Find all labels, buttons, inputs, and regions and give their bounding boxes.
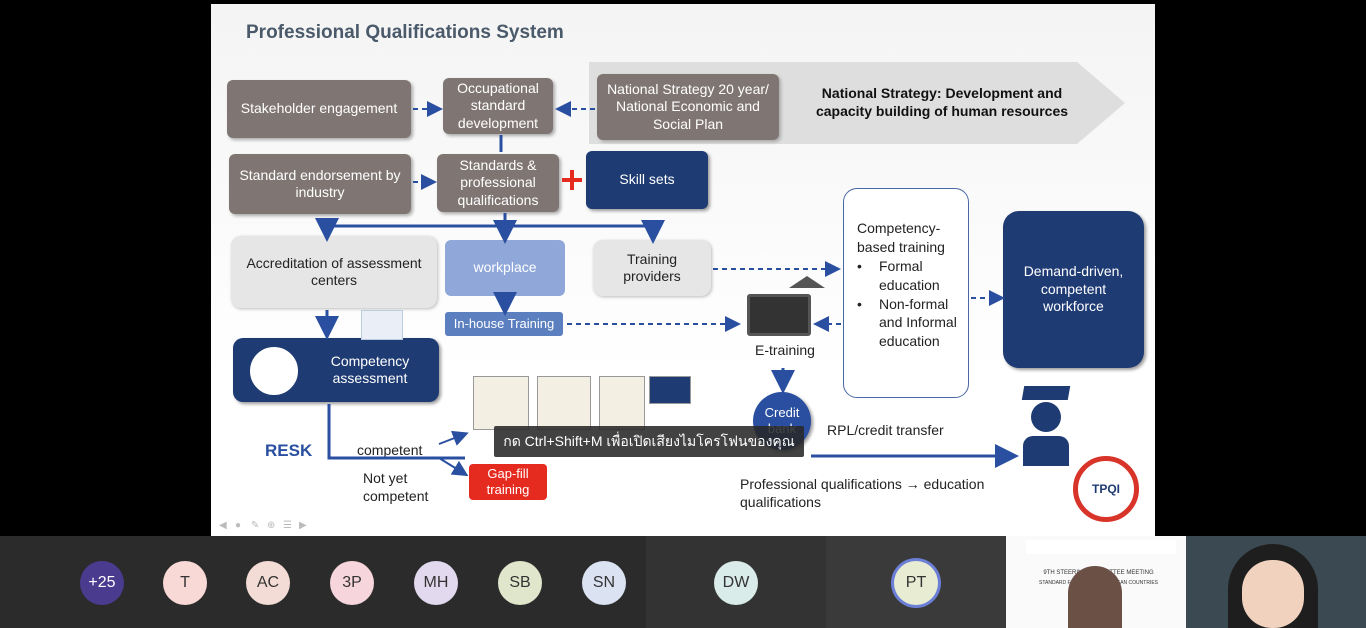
national-strategy-box: National Strategy 20 year/ National Econ… <box>597 74 779 140</box>
participant-avatar-4[interactable]: MH <box>414 561 458 605</box>
certificate-thumbnail-3 <box>599 376 645 430</box>
cbt-item-formal: Formal education <box>857 257 958 295</box>
laptop-icon <box>747 294 811 336</box>
standards-qualifications-box: Standards & professional qualifications <box>437 154 559 212</box>
participant-avatar-8[interactable]: PT <box>894 561 938 605</box>
video-tile-speaker[interactable] <box>1186 536 1366 628</box>
e-training-label: E-training <box>755 342 815 358</box>
tpqi-logo: TPQI <box>1073 456 1139 522</box>
competency-assessment-label: Competency assessment <box>330 352 410 387</box>
competency-based-training-box: Competency-based training Formal educati… <box>843 188 969 398</box>
training-providers-box: Training providers <box>593 240 711 296</box>
sponsor-logos <box>1026 540 1176 554</box>
participant-video-person <box>1068 566 1122 628</box>
participant-avatar-7[interactable]: DW <box>714 561 758 605</box>
assessment-center-logo <box>247 344 301 398</box>
workplace-box: workplace <box>445 240 565 296</box>
standard-endorsement-box: Standard endorsement by industry <box>229 154 411 214</box>
video-tile-presenter[interactable]: 9TH STEERING COMMITTEE MEETING STANDARD … <box>1006 536 1186 628</box>
participant-avatar-2[interactable]: AC <box>246 561 290 605</box>
slide-back-icon[interactable]: ◀ <box>219 520 227 531</box>
slide-menu-icon[interactable]: ☰ <box>283 520 292 531</box>
rpl-credit-transfer-label: RPL/credit transfer <box>827 422 944 438</box>
accreditation-box: Accreditation of assessment centers <box>231 236 437 308</box>
demand-driven-workforce-box: Demand-driven, competent workforce <box>1003 211 1144 368</box>
slide-pointer-icon[interactable]: ● <box>235 520 242 531</box>
mute-shortcut-toast: กด Ctrl+Shift+M เพื่อเปิดเสียงไมโครโฟนขอ… <box>494 426 804 457</box>
graduate-icon <box>1021 386 1071 470</box>
cbt-item-nonformal: Non-formal and Informal education <box>857 295 958 352</box>
skill-sets-box: Skill sets <box>586 151 708 209</box>
participant-avatar-3[interactable]: 3P <box>330 561 374 605</box>
certificate-thumbnail-1 <box>473 376 529 430</box>
participant-avatar-0[interactable]: +25 <box>80 561 124 605</box>
speaker-face <box>1242 560 1304 628</box>
iso-logo <box>361 310 403 340</box>
pq-to-eq-label: Professional qualifications → education … <box>740 476 985 510</box>
participant-avatar-5[interactable]: SB <box>498 561 542 605</box>
slide-pen-icon[interactable]: ✎ <box>251 520 260 531</box>
inhouse-training-box: In-house Training <box>445 312 563 336</box>
certificate-thumbnail-2 <box>537 376 591 430</box>
national-strategy-heading: National Strategy: Development and capac… <box>815 85 1069 120</box>
graduation-cap-icon <box>789 276 825 288</box>
resk-label: RESK <box>265 441 313 460</box>
slide-zoom-icon[interactable]: ⊕ <box>267 520 276 531</box>
stakeholder-engagement-box: Stakeholder engagement <box>227 80 411 138</box>
slide-title: Professional Qualifications System <box>246 22 564 43</box>
id-card-thumbnail <box>649 376 691 404</box>
gap-fill-training-box: Gap-fill training <box>469 464 547 500</box>
participant-strip: +25 T AC 3P MH SB SN DW PT <box>0 536 1366 628</box>
not-yet-competent-label: Not yet competent <box>363 470 429 504</box>
participant-avatar-6[interactable]: SN <box>582 561 626 605</box>
cbt-title: Competency-based training <box>857 220 945 255</box>
competent-label: competent <box>357 442 423 458</box>
participant-avatar-1[interactable]: T <box>163 561 207 605</box>
slide-forward-icon[interactable]: ▶ <box>299 520 307 531</box>
occupational-standard-box: Occupational standard development <box>443 78 553 134</box>
shared-slide: Professional Qualifications System Natio… <box>211 4 1155 536</box>
